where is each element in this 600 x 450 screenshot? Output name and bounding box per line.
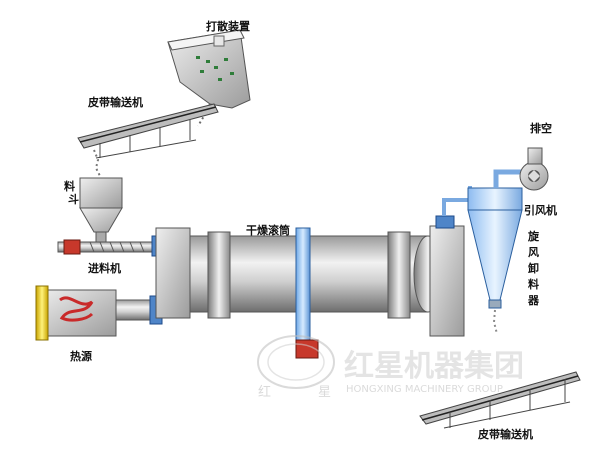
watermark-en: HONGXING MACHINERY GROUP [346,384,503,395]
label-cyclone-3: 卸 [528,261,539,275]
label-belt-top: 皮带输送机 [87,95,143,109]
label-cyclone-2: 风 [528,245,539,259]
label-cyclone-5: 器 [527,294,540,307]
label-belt-bottom: 皮带输送机 [477,427,533,441]
label-fan: 引风机 [524,203,557,217]
label-disperser: 打散装置 [206,19,250,33]
label-drum: 干燥滚筒 [246,223,290,237]
watermark-logo-right: 星 [318,385,331,400]
cyclone-separator [442,169,523,335]
label-exhaust: 排空 [530,121,552,135]
label-hopper-1: 料 [64,179,75,193]
label-cyclone-1: 旋 [527,229,540,243]
bottom-belt-conveyor [419,371,581,429]
label-cyclone-4: 料 [528,277,539,291]
label-hopper-2: 斗 [68,193,79,206]
drying-drum [155,215,465,359]
label-feeder: 进料机 [88,261,121,275]
watermark-logo-left: 红 [258,384,271,400]
feed-hopper [79,177,123,243]
disperser-unit [167,29,251,127]
watermark: 红星机器集团 HONGXING MACHINERY GROUP 红 星 [257,335,524,400]
watermark-cn: 红星机器集团 [344,349,524,384]
label-heat: 热源 [70,349,92,363]
induced-draft-fan [519,147,549,191]
top-belt-conveyor [77,103,219,177]
